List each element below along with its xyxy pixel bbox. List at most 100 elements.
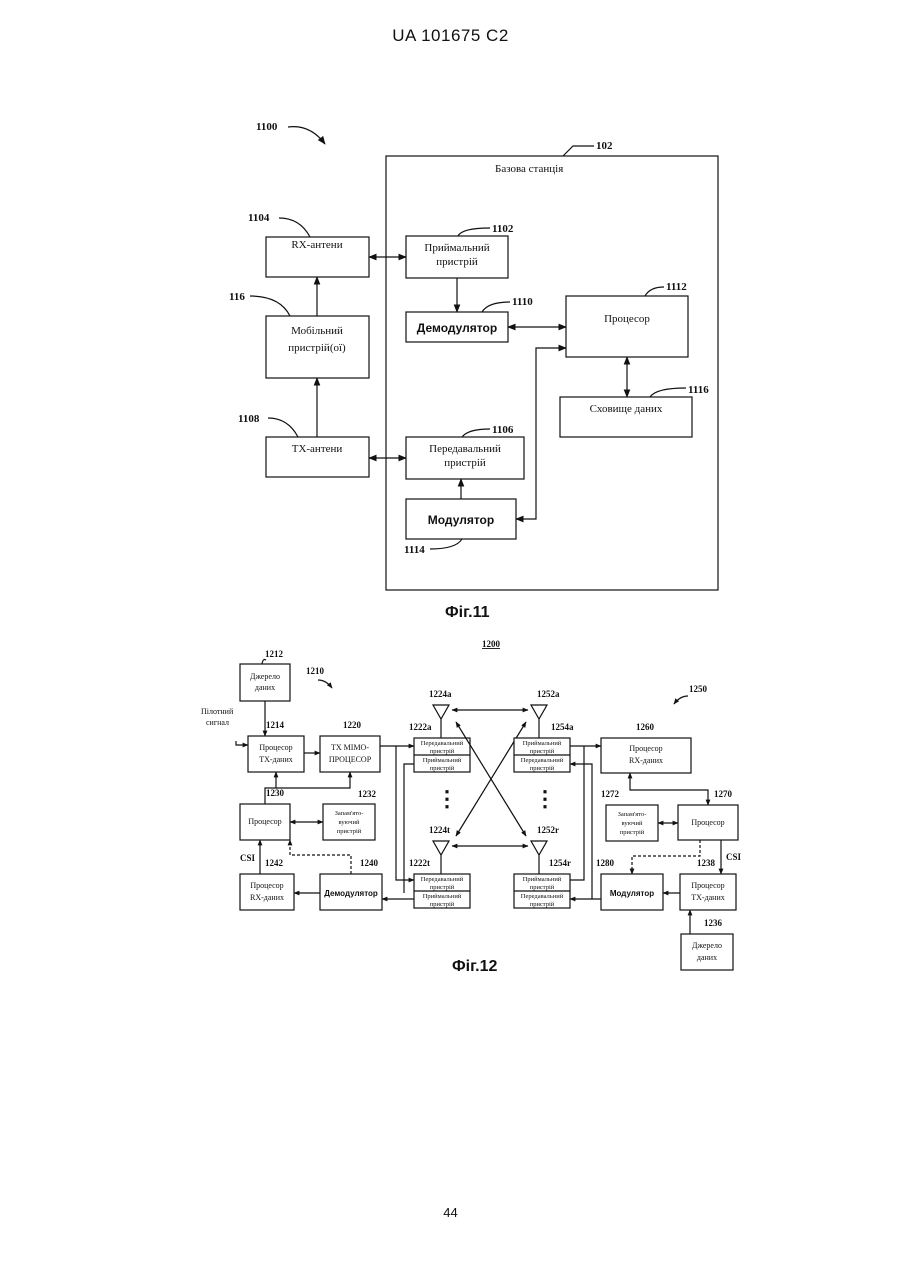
- tx-antennas-label: ТХ-антени: [292, 443, 343, 455]
- rx-processor-label: Процесор: [691, 818, 724, 827]
- ref-1116: 1116: [688, 384, 709, 396]
- ref-1214: 1214: [266, 720, 285, 730]
- ref-1114-leader: [430, 539, 462, 549]
- figure-12-caption: Фіг.12: [452, 958, 497, 976]
- ref-1106: 1106: [492, 424, 514, 436]
- pilot-label-1: Пілотний: [201, 707, 234, 716]
- ref-1242: 1242: [265, 858, 284, 868]
- rx-antenna-ellipsis: ⋮: [534, 786, 556, 811]
- mobile-device-label-1: Мобільний: [291, 325, 343, 337]
- csi-label-rx: CSI: [726, 852, 742, 862]
- ref-1108: 1108: [238, 413, 260, 425]
- rx-side-tx-data-label-2: ТХ-даних: [691, 893, 725, 902]
- rx-memory-label-1: Запам'ято-: [618, 811, 647, 818]
- ref-1102: 1102: [492, 223, 514, 235]
- ref-1210-arrow: [318, 680, 332, 688]
- tx-side-demodulator-label: Демодулятор: [324, 889, 378, 898]
- antenna-1224t-icon: [433, 841, 449, 874]
- xcvr-1222t-tx-label-2: пристрій: [430, 884, 455, 891]
- ref-1114: 1114: [404, 544, 425, 556]
- tx-memory-label-1: Запам'ято-: [335, 810, 364, 817]
- tx-memory-label-3: пристрій: [337, 828, 362, 835]
- mobile-device-label-2: пристрій(ої): [288, 342, 346, 354]
- ref-1254r: 1254r: [549, 858, 571, 868]
- ref-1210: 1210: [306, 666, 325, 676]
- ref-1108-leader: [268, 418, 298, 437]
- tx-processor-label: Процесор: [248, 817, 281, 826]
- tx-data-processor-label-2: ТХ-даних: [259, 755, 293, 764]
- ref-1116-leader: [650, 388, 686, 397]
- ref-1232: 1232: [358, 789, 377, 799]
- xcvr-1254a-rx-label-1: Приймальний: [523, 740, 562, 747]
- ref-1230: 1230: [266, 788, 285, 798]
- ref-1250-arrow: [674, 696, 688, 704]
- receiver-label-1: Приймальний: [424, 242, 489, 254]
- xcvr-1254r-rx-label-1: Приймальний: [523, 876, 562, 883]
- tx-side-rx-data-processor-box: [240, 874, 294, 910]
- ref-1260: 1260: [636, 722, 655, 732]
- antenna-1224a-icon: [433, 705, 449, 738]
- xcvr-1222t-rx-label-1: Приймальний: [423, 893, 462, 900]
- tx-memory-label-2: вуючий: [339, 819, 360, 826]
- rx-proc-processor-link: [630, 773, 708, 805]
- tx-side-rx-data-label-1: Процесор: [250, 881, 283, 890]
- ref-1112-leader: [645, 287, 664, 296]
- ref-1104: 1104: [248, 212, 270, 224]
- ref-1200: 1200: [482, 639, 501, 649]
- ref-1220: 1220: [343, 720, 362, 730]
- tx-mimo-processor-box: [320, 736, 380, 772]
- xcvr-1222a-tx-label-2: пристрій: [430, 748, 455, 755]
- rx-memory-label-3: пристрій: [620, 829, 645, 836]
- rx-data-source-label-1: Джерело: [692, 941, 722, 950]
- rx-antennas-label: RX-антени: [291, 239, 342, 251]
- ref-1106-leader: [462, 429, 490, 437]
- rx-side-tx-data-label-1: Процесор: [691, 881, 724, 890]
- ref-1252a: 1252a: [537, 689, 560, 699]
- transmitter-label-2: пристрій: [444, 457, 486, 469]
- tx-data-source-label-2: даних: [255, 683, 275, 692]
- demodulator-label: Демодулятор: [417, 321, 497, 335]
- ref-1100: 1100: [256, 121, 278, 133]
- rx-memory-label-2: вуючий: [622, 820, 643, 827]
- ref-1224a: 1224a: [429, 689, 452, 699]
- rx-processor-mod-dashed-link: [632, 840, 700, 874]
- rx-side-modulator-label: Модулятор: [610, 889, 654, 898]
- processor-box: [566, 296, 688, 357]
- xcvr-1254a-tx-label-2: пристрій: [530, 765, 555, 772]
- figure-12: 1200 1210 1250 Джерело даних 1212 Пілотн…: [201, 639, 742, 970]
- ref-1212-leader: [262, 660, 266, 665]
- xcvr-1222t-rx-label-2: пристрій: [430, 901, 455, 908]
- xcvr-1254a-tx-label-1: Передавальний: [521, 757, 564, 764]
- ref-1100-arrow: [288, 127, 325, 144]
- ref-1112: 1112: [666, 281, 687, 293]
- xcvr-r-rx-proc-line: [570, 746, 584, 880]
- tx-mimo-label-1: ТХ МІМО-: [331, 743, 369, 752]
- tx-antenna-ellipsis: ⋮: [436, 786, 458, 811]
- ref-1222t: 1222t: [409, 858, 430, 868]
- rx-data-processor-label-2: RX-даних: [629, 756, 663, 765]
- ref-1104-leader: [279, 218, 310, 237]
- xcvr-1254r-tx-label-1: Передавальний: [521, 893, 564, 900]
- ref-116-leader: [250, 296, 290, 316]
- csi-label-tx: CSI: [240, 853, 256, 863]
- xcvr-1222t-tx-label-1: Передавальний: [421, 876, 464, 883]
- pilot-label-2: сигнал: [206, 718, 229, 727]
- ref-1102-leader: [458, 228, 490, 236]
- tx-data-processor-label-1: Процесор: [259, 743, 292, 752]
- processor-label: Процесор: [604, 313, 650, 325]
- mod-xcvr-a-link: [570, 764, 592, 899]
- ref-102: 102: [596, 140, 613, 152]
- ref-1252r: 1252r: [537, 825, 559, 835]
- transmitter-label-1: Передавальний: [429, 443, 501, 455]
- rx-data-source-label-2: даних: [697, 953, 717, 962]
- ref-1110-leader: [482, 302, 510, 312]
- figure-11: 1100 Базова станція 102 RX-антени 1104 П…: [229, 121, 718, 590]
- rx-data-processor-label-1: Процесор: [629, 744, 662, 753]
- xcvr-1254a-rx-label-2: пристрій: [530, 748, 555, 755]
- ref-102-leader: [563, 146, 594, 156]
- ref-1254a: 1254a: [551, 722, 574, 732]
- pilot-arrow: [236, 741, 248, 745]
- figure-11-caption: Фіг.11: [445, 604, 490, 622]
- ref-1270: 1270: [714, 789, 733, 799]
